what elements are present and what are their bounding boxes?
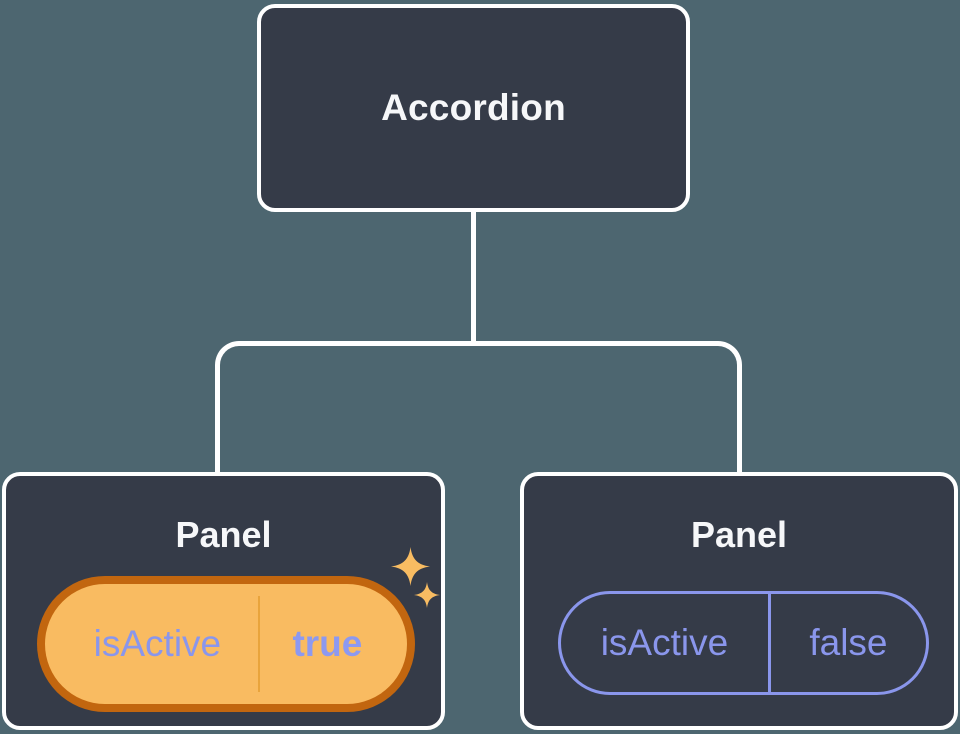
panel-label: Panel — [690, 514, 788, 555]
connector-trunk-line — [471, 210, 476, 345]
sparkle-icon — [391, 547, 430, 586]
sparkle-icon-small — [414, 582, 440, 608]
connector-branch-bracket — [215, 341, 742, 472]
state-value: true — [292, 623, 363, 664]
accordion-label: Accordion — [381, 87, 566, 128]
panel-node-active: Panel isActive true — [2, 472, 445, 730]
panel-node-inactive: Panel isActive false — [520, 472, 958, 730]
state-value: false — [809, 622, 888, 663]
state-pill-inactive: isActive false — [558, 591, 929, 695]
panel-label: Panel — [175, 514, 272, 555]
state-pill-highlight-inner-ring: isActive true — [45, 584, 407, 704]
state-pill-active: isActive true — [57, 596, 395, 692]
state-key: isActive — [561, 594, 771, 692]
state-key: isActive — [57, 596, 260, 692]
state-pill-highlight-ring: isActive true — [37, 576, 415, 712]
accordion-node: Accordion — [257, 4, 690, 212]
